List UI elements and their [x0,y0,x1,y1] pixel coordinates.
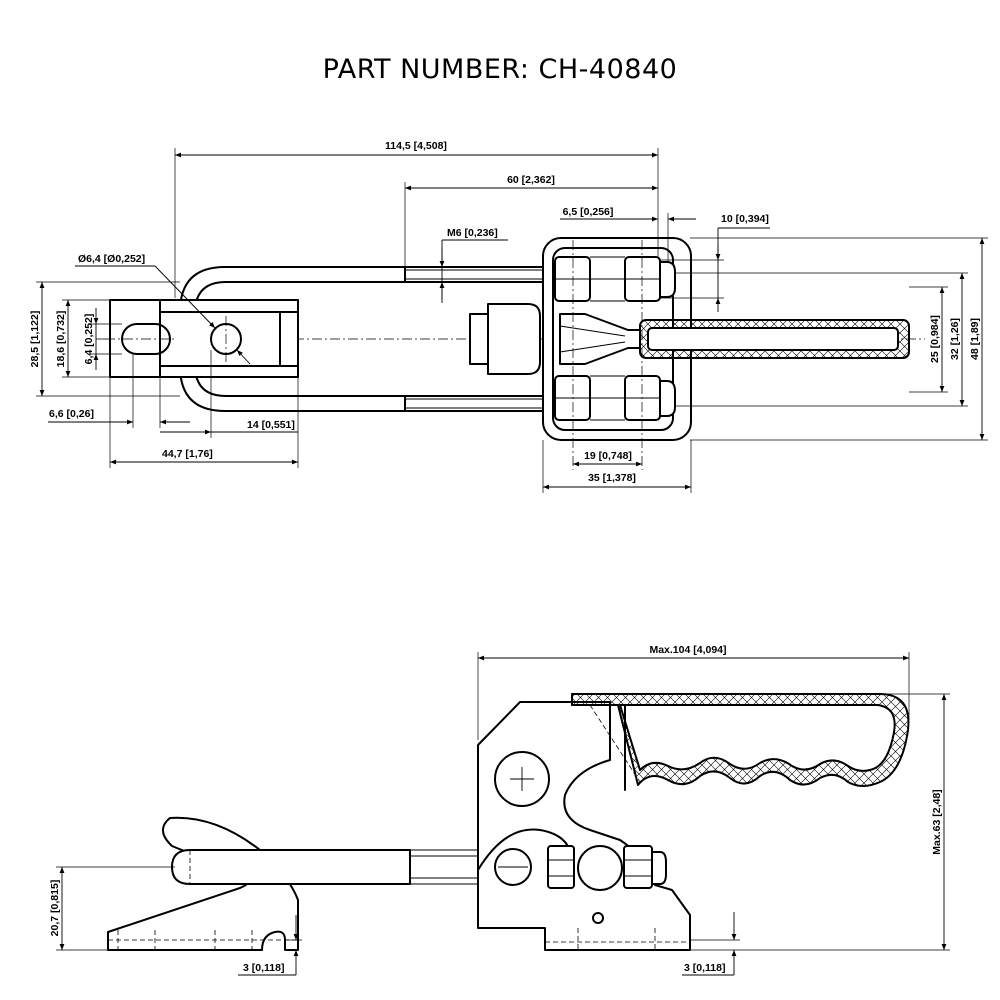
dim-stud-span: 32 [1,26] [949,318,961,360]
dim-slot-width: 6,4 [0,252] [83,314,95,365]
part-number-title: PART NUMBER: CH-40840 [323,54,678,85]
dim-hole-diameter: Ø6,4 [Ø0,252] [78,253,145,265]
dim-body-height: 48 [1,89] [969,318,981,360]
dim-hole-pitch: 14 [0,551] [247,419,295,431]
dim-overall-length: 114,5 [4,508] [385,140,447,152]
dim-nut-offset: 10 [0,394] [721,213,769,225]
dim-thread: M6 [0,236] [447,227,498,239]
handle-side-core [619,704,896,772]
washer-upper [659,261,676,298]
dim-nut-width: 6,5 [0,256] [563,206,614,218]
dim-max-length: Max.104 [4,094] [649,644,726,656]
hook-plate-inner [159,311,281,367]
dim-body-width: 35 [1,378] [588,472,636,484]
dim-nut-pitch: 19 [0,748] [584,450,632,462]
u-bolt-thread-lower [404,395,556,412]
dim-slot-span: 18,6 [0,732] [55,311,67,368]
nut-side-left [547,845,575,889]
mounting-slot [121,323,171,355]
dim-hook-height: 20,7 [0,815] [49,880,61,937]
dim-edge-offset: 6,6 [0,26] [49,408,94,420]
washer-side [651,851,667,885]
dim-handle-width: 25 [0,984] [929,315,941,363]
dim-base-length: 44,7 [1,76] [162,448,213,460]
pivot-boss [494,751,550,807]
plunger-head [487,303,541,375]
top-view: 114,5 [4,508] 60 [2,362] 6,5 [0,256] 10 … [29,140,988,493]
dim-hook-plate-thickness: 3 [0,118] [243,962,284,974]
nut-side-right [623,845,653,889]
small-pin [592,912,604,924]
ball-joint [577,845,623,891]
side-view: Max.104 [4,094] Max.63 [2,48] 20,7 [0,81… [49,644,950,976]
dim-base-width: 28,5 [1,122] [29,311,41,368]
handle-grip-core [647,327,899,351]
u-bolt-side [171,849,411,885]
u-bolt-thread-upper [404,266,556,283]
washer-lower [659,380,676,417]
dim-bolt-length: 60 [2,362] [507,174,555,186]
dim-max-height: Max.63 [2,48] [931,789,943,854]
dim-base-plate-thickness: 3 [0,118] [684,962,725,974]
